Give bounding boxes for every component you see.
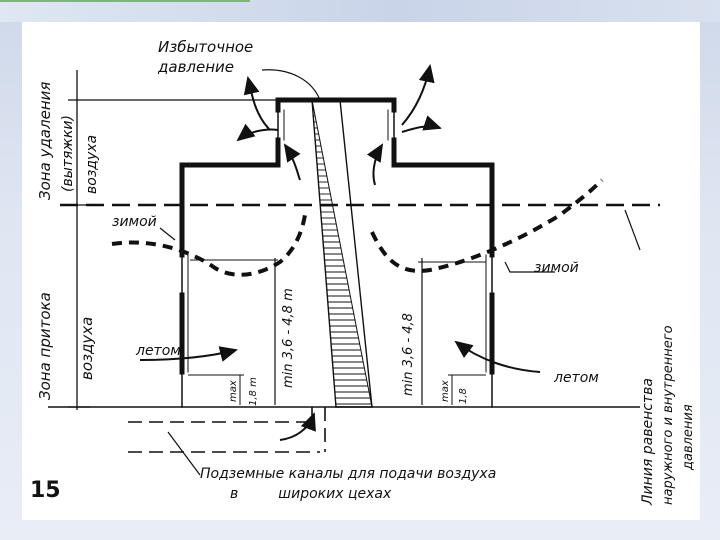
leader-winter-right xyxy=(504,261,555,273)
label-winter-left: зимой xyxy=(112,214,157,230)
airflow-arrows xyxy=(139,64,541,441)
leader-equality-line xyxy=(624,209,641,251)
label-equality-3: давления xyxy=(681,404,696,471)
arrow-top-left-out xyxy=(243,76,271,131)
label-equality-1: Линия равенства xyxy=(640,378,656,506)
diagram-sheet xyxy=(22,22,700,520)
winter-curve-right xyxy=(370,178,604,273)
top-accent-line xyxy=(0,0,250,2)
label-excess-pressure-2: давление xyxy=(157,58,234,76)
label-removal-zone-1: Зона удаления xyxy=(36,82,54,200)
arrow-right-in-up xyxy=(366,143,384,186)
label-removal-zone-3: воздуха xyxy=(84,135,100,194)
leader-channels xyxy=(167,431,201,476)
building-outline xyxy=(179,97,495,408)
label-dim-left: min 3,6 - 4,8 m xyxy=(281,288,296,388)
arrow-summer-left xyxy=(139,346,238,362)
arrow-top-right-side xyxy=(401,115,442,133)
label-winter-right: зимой xyxy=(534,260,579,276)
arrow-top-left-side xyxy=(236,123,279,142)
slide-number: 15 xyxy=(30,478,61,503)
label-excess-pressure-1: Избыточное xyxy=(158,38,253,56)
slide-top-band xyxy=(0,0,720,22)
underground-channels xyxy=(128,407,326,453)
label-max-left-value: 1,8 m xyxy=(248,377,259,406)
label-max-left: max xyxy=(228,380,239,402)
label-max-right: max xyxy=(440,380,451,402)
leader-winter-left xyxy=(159,227,176,241)
pressure-diagram xyxy=(311,99,373,408)
arrow-summer-right xyxy=(454,340,541,373)
arrow-top-right-out xyxy=(401,64,435,126)
label-supply-zone-2: воздуха xyxy=(78,317,96,380)
label-removal-zone-2: (вытяжки) xyxy=(60,115,76,192)
label-max-right-value: 1,8 xyxy=(458,388,469,404)
label-summer-left: летом xyxy=(135,343,181,359)
arrow-channel-up xyxy=(279,412,316,441)
arrow-left-in-up xyxy=(283,143,301,181)
label-channels-2: в широких цехах xyxy=(230,486,392,502)
label-dim-right: min 3,6 - 4,8 xyxy=(401,313,416,396)
label-summer-right: летом xyxy=(553,370,599,386)
label-equality-2: наружного и внутреннего xyxy=(661,325,676,505)
leader-excess-pressure xyxy=(261,69,321,101)
label-channels-1: Подземные каналы для подачи воздуха xyxy=(200,466,496,482)
label-supply-zone-1: Зона притока xyxy=(36,292,54,400)
